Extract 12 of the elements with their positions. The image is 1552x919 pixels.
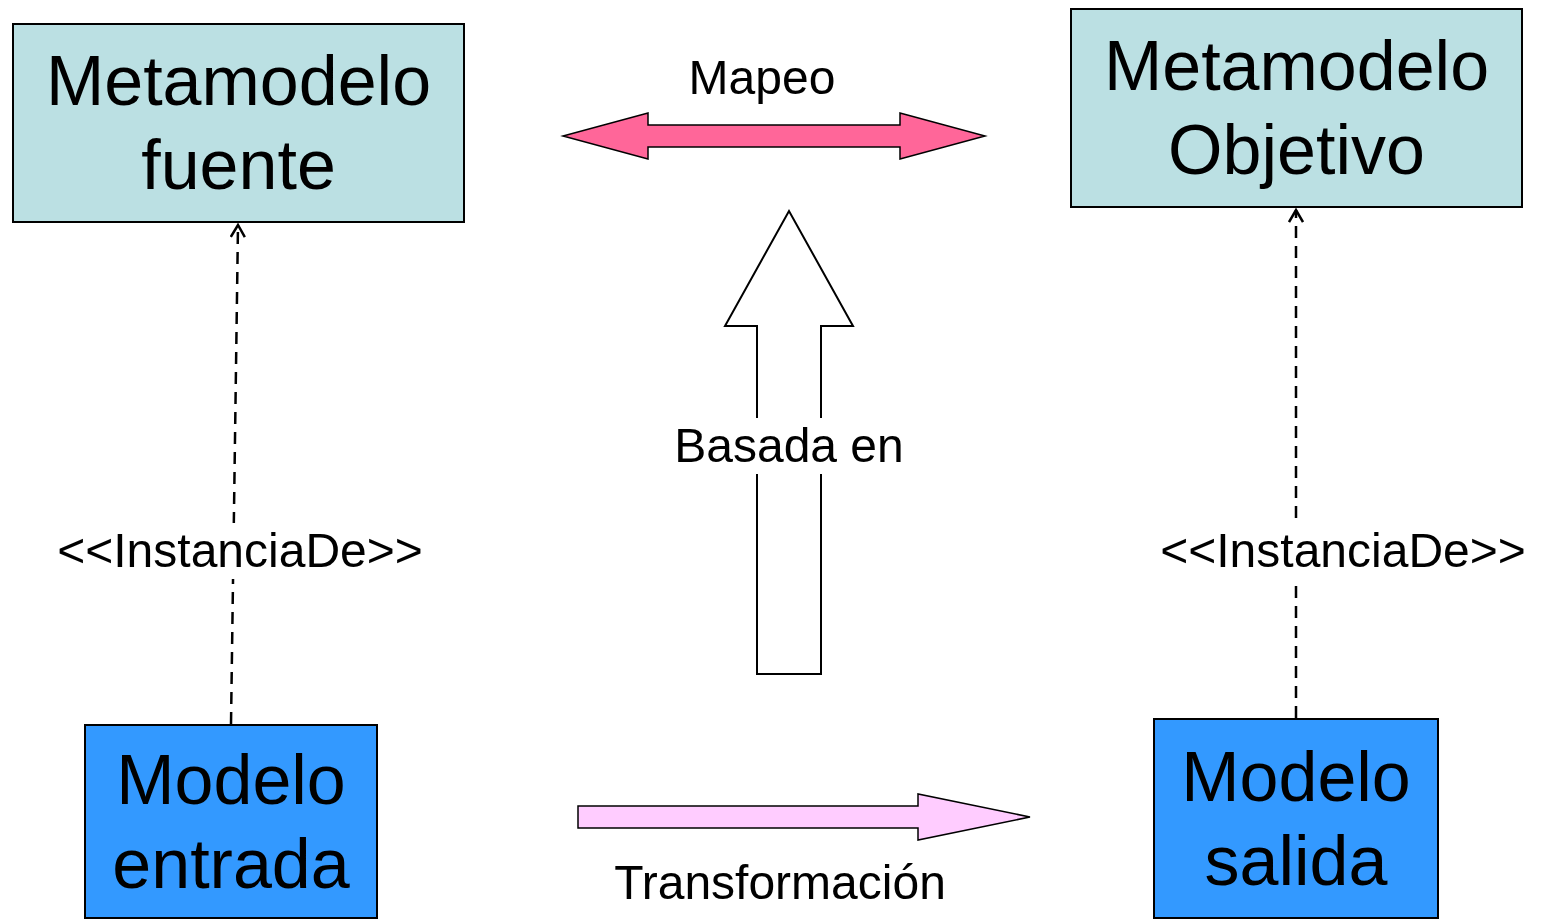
block-arrow — [577, 793, 1031, 841]
box-title: Metamodelo fuente — [45, 42, 432, 204]
model-box — [1153, 718, 1439, 919]
dashed-arrow — [229, 223, 247, 724]
box-title: Metamodelo Objetivo — [1103, 27, 1490, 189]
model-box — [12, 23, 465, 223]
box-title: Modelo entrada — [112, 740, 350, 903]
dashed-arrow — [1287, 208, 1305, 718]
model-box — [84, 724, 378, 919]
box-title: Modelo salida — [1181, 737, 1411, 900]
model-box — [1070, 8, 1523, 208]
block-arrow — [560, 112, 988, 160]
